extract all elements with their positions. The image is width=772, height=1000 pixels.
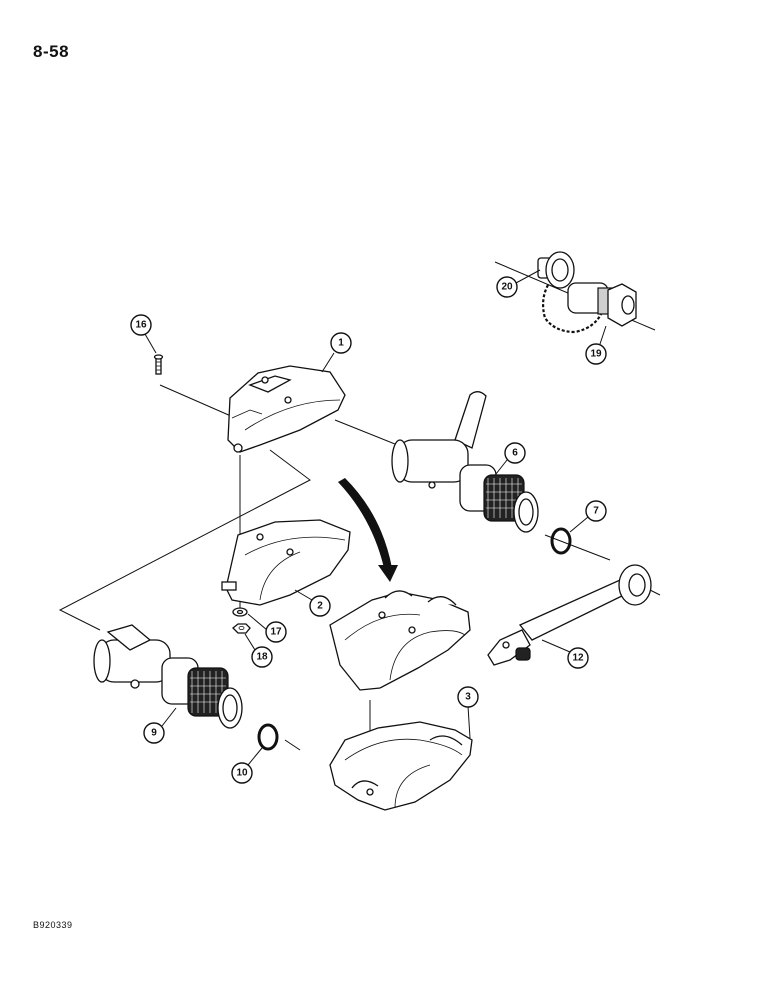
upper-clamp-part <box>227 365 346 453</box>
callout-label: 6 <box>512 448 518 459</box>
lower-clamp-part <box>221 519 351 606</box>
callout-3: 3 <box>457 686 479 739</box>
callout-2: 2 <box>294 589 331 617</box>
callout-label: 7 <box>593 506 599 517</box>
callout-17: 17 <box>247 613 287 643</box>
direction-arrow <box>338 478 398 582</box>
page-number: 8-58 <box>33 42 70 61</box>
callout-label: 9 <box>151 728 157 739</box>
callout-label: 3 <box>465 692 471 703</box>
nut-part <box>232 623 251 634</box>
o-ring-10-part <box>257 723 279 751</box>
callout-label: 16 <box>135 320 147 331</box>
callout-12: 12 <box>541 639 589 669</box>
callout-6: 6 <box>495 442 526 475</box>
plug-fitting-part <box>567 282 637 327</box>
coupler-part <box>93 624 243 729</box>
figure-code: B920339 <box>33 920 73 930</box>
callout-19: 19 <box>585 325 607 365</box>
callout-label: 2 <box>317 601 323 612</box>
chain-part <box>541 284 604 334</box>
dust-cap-part <box>537 251 575 289</box>
callout-16: 16 <box>130 314 157 354</box>
callout-10: 10 <box>231 747 263 784</box>
callout-label: 1 <box>338 338 344 349</box>
callout-label: 18 <box>256 652 268 663</box>
callout-label: 19 <box>590 349 602 360</box>
callout-18: 18 <box>244 633 273 668</box>
callout-7: 7 <box>569 500 607 533</box>
callout-1: 1 <box>321 332 352 373</box>
double-clamp-part <box>329 590 473 811</box>
o-ring-7-part <box>550 527 572 555</box>
callout-label: 20 <box>501 282 513 293</box>
lever-arm-part <box>487 564 652 666</box>
washer-part <box>232 607 248 617</box>
callout-20: 20 <box>496 269 541 298</box>
callout-label: 12 <box>572 653 584 664</box>
coupler-with-lever-part <box>391 391 539 533</box>
callout-label: 17 <box>270 627 282 638</box>
callout-label: 10 <box>236 768 248 779</box>
screw-part <box>153 354 164 375</box>
callout-9: 9 <box>143 707 177 744</box>
